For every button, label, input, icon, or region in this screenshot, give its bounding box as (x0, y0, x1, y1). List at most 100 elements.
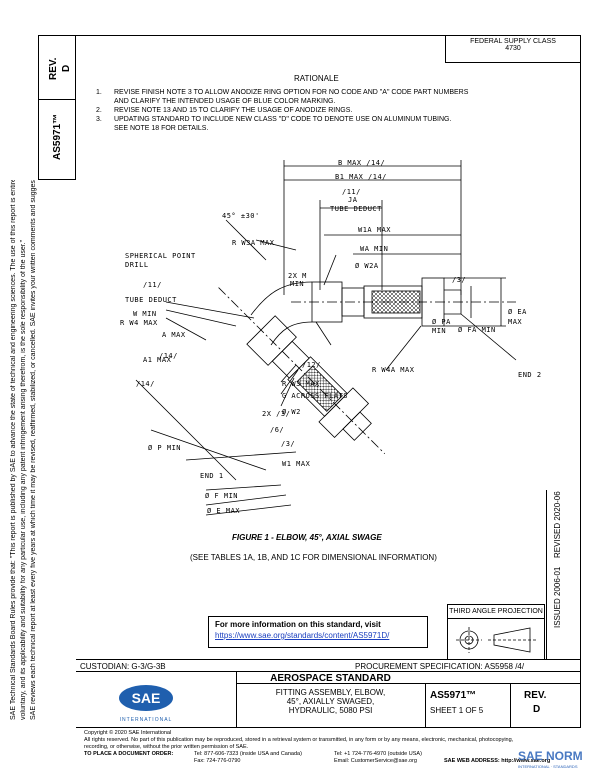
label-two-x-m: 2X M (288, 272, 307, 280)
custodian: CUSTODIAN: G-3/G-3B (80, 662, 166, 671)
disclaimer-line-2: voluntary, and its applicability and sui… (20, 239, 27, 720)
label-w2a: Ø W2A (355, 262, 379, 270)
rationale-title: RATIONALE (294, 74, 339, 83)
issued-date: ISSUED 2006-01 (553, 566, 562, 628)
rationale-item-text: AND CLARIFY THE INTENDED USAGE OF BLUE C… (114, 98, 336, 105)
procurement-spec: PROCUREMENT SPECIFICATION: AS5958 /4/ (355, 662, 525, 671)
fsc-line-2: 4730 (505, 45, 521, 52)
left-rev-value: D (61, 64, 72, 72)
label-note-12: /12/ (302, 361, 321, 369)
label-text: B1 MAX (335, 173, 364, 181)
label-fa-min: Ø FA MIN (458, 326, 496, 334)
order-row: TO PLACE A DOCUMENT ORDER: Tel: 877-606-… (84, 751, 584, 758)
label-note-3-low: /3/ (281, 440, 296, 448)
doc-title-line: FITTING ASSEMBLY, ELBOW, (275, 688, 386, 697)
label-r-w3a-max: R W3A MAX (232, 239, 275, 247)
label-wa-min: WA MIN (360, 245, 389, 253)
standard-link[interactable]: https://www.sae.org/standards/content/AS… (215, 631, 390, 640)
rationale-item: 1. REVISE FINISH NOTE 3 TO ALLOW ANODIZE… (96, 88, 556, 106)
label-spherical-2: DRILL (125, 261, 149, 269)
sae-logo: SAE INTERNATIONAL (118, 684, 174, 724)
label-p-min: Ø P MIN (148, 444, 182, 452)
label-w1-max: W1 MAX (282, 460, 311, 468)
label-b-max: B MAX /14/ (338, 159, 385, 167)
doc-title-line: 45°, AXIALLY SWAGED, (286, 697, 375, 706)
watermark: SAE NORM (518, 749, 583, 763)
rationale-list: 1. REVISE FINISH NOTE 3 TO ALLOW ANODIZE… (96, 88, 556, 133)
drawing-frame (76, 35, 581, 660)
doc-title-line: HYDRAULIC, 5080 PSI (288, 706, 373, 715)
email: Email: CustomerService@sae.org (334, 758, 417, 764)
label-f-min: Ø F MIN (205, 492, 239, 500)
label-angle: 45° ±30' (222, 212, 260, 220)
rationale-item: 3. UPDATING STANDARD TO INCLUDE NEW CLAS… (96, 115, 556, 133)
label-max-ea: MAX (508, 318, 523, 326)
sae-logo-icon: SAE (119, 685, 173, 711)
copyright: Copyright © 2020 SAE International (84, 730, 172, 736)
elbow-fitting-drawing (135, 160, 517, 516)
label-r-w3-max: R W3 MAX (282, 380, 320, 388)
rationale-item-number: 1. (96, 89, 102, 96)
watermark-sub: INTERNATIONAL · STANDARDS (518, 764, 578, 769)
disclaimer-line-3: SAE reviews each technical report at lea… (30, 180, 37, 720)
label-note-3-top: /3/ (452, 276, 467, 284)
category: AEROSPACE STANDARD (270, 673, 391, 684)
rationale-item-text: REVISE NOTE 13 AND 15 TO CLARIFY THE USA… (114, 107, 353, 114)
title-rev-value: D (533, 704, 541, 715)
tel-inside: Tel: 877-606-7323 (inside USA and Canada… (194, 751, 302, 757)
label-spherical-1: SPHERICAL POINT (125, 252, 196, 260)
label-note-11-top: /11/ (342, 188, 361, 196)
label-tube-deduct-top: TUBE DEDUCT (330, 205, 382, 213)
tel-outside: Tel: +1 724-776-4970 (outside USA) (334, 751, 422, 757)
info-box-title: For more information on this standard, v… (215, 620, 381, 629)
label-b1-max: B1 MAX /14/ (335, 173, 387, 181)
label-r-w4-max: R W4 MAX (120, 319, 158, 327)
rationale-item-text: UPDATING STANDARD TO INCLUDE NEW CLASS "… (114, 116, 452, 123)
contact-row: Fax: 724-776-0790 Email: CustomerService… (84, 758, 584, 765)
label-tube-deduct-left: TUBE DEDUCT (125, 296, 177, 304)
doc-title: FITTING ASSEMBLY, ELBOW, 45°, AXIALLY SW… (236, 688, 425, 715)
rationale-item-text: REVISE FINISH NOTE 3 TO ALLOW ANODIZE RI… (114, 89, 469, 96)
label-text: B MAX (338, 159, 362, 167)
dates-divider (546, 490, 547, 660)
title-rev-label: REV. (524, 690, 547, 701)
fsc-line-1: FEDERAL SUPPLY CLASS (470, 38, 556, 45)
label-e-max: Ø E MAX (207, 507, 241, 515)
label-ja: JA (348, 196, 358, 204)
label-note: /14/ (368, 173, 387, 181)
label-ea: Ø EA (508, 308, 527, 316)
tables-note: (SEE TABLES 1A, 1B, AND 1C FOR DIMENSION… (190, 553, 437, 562)
sae-logo-sub: INTERNATIONAL (119, 717, 173, 723)
projection-box: THIRD ANGLE PROJECTION (447, 604, 545, 660)
rationale-item-number: 2. (96, 107, 102, 114)
label-note-14-a1: /14/ (159, 352, 178, 360)
order-label: TO PLACE A DOCUMENT ORDER: (84, 751, 174, 757)
label-a1-max: A1 MAX (143, 356, 172, 364)
figure-caption: FIGURE 1 - ELBOW, 45°, AXIAL SWAGE (232, 533, 382, 542)
label-w2: Ø W2 (282, 408, 301, 416)
disclaimer-line-1: SAE Technical Standards Board Rules prov… (10, 180, 17, 720)
rationale-item-text: SEE NOTE 18 FOR DETAILS. (114, 125, 209, 132)
projection-symbol-icon (456, 627, 536, 653)
rights-line-1: All rights reserved. No part of this pub… (84, 737, 514, 743)
label-r-w4a-max: R W4A MAX (372, 366, 415, 374)
label-note-14-left: /14/ (136, 380, 155, 388)
title-block (76, 660, 581, 728)
label-pa: Ø PA (432, 318, 451, 326)
federal-supply-class-box: FEDERAL SUPPLY CLASS 4730 (445, 35, 581, 63)
label-w1a-max: W1A MAX (358, 226, 392, 234)
rationale-item-number: 3. (96, 116, 102, 123)
left-doc-number: AS5971™ (52, 113, 63, 160)
label-a-max: A MAX (162, 331, 186, 339)
footer: Copyright © 2020 SAE International All r… (84, 730, 584, 765)
fax: Fax: 724-776-0790 (194, 758, 241, 764)
label-min-pa: MIN (432, 327, 447, 335)
label-w-min: W MIN (133, 310, 157, 318)
rights-line-2: recording, or otherwise, without the pri… (84, 744, 249, 750)
info-box: For more information on this standard, v… (208, 616, 428, 648)
sae-logo-letters: SAE (132, 690, 161, 706)
left-docnum-box (38, 100, 76, 180)
label-note-11-left: /11/ (143, 281, 162, 289)
label-min-a: MIN (290, 280, 305, 288)
revised-date: REVISED 2020-06 (553, 491, 562, 558)
